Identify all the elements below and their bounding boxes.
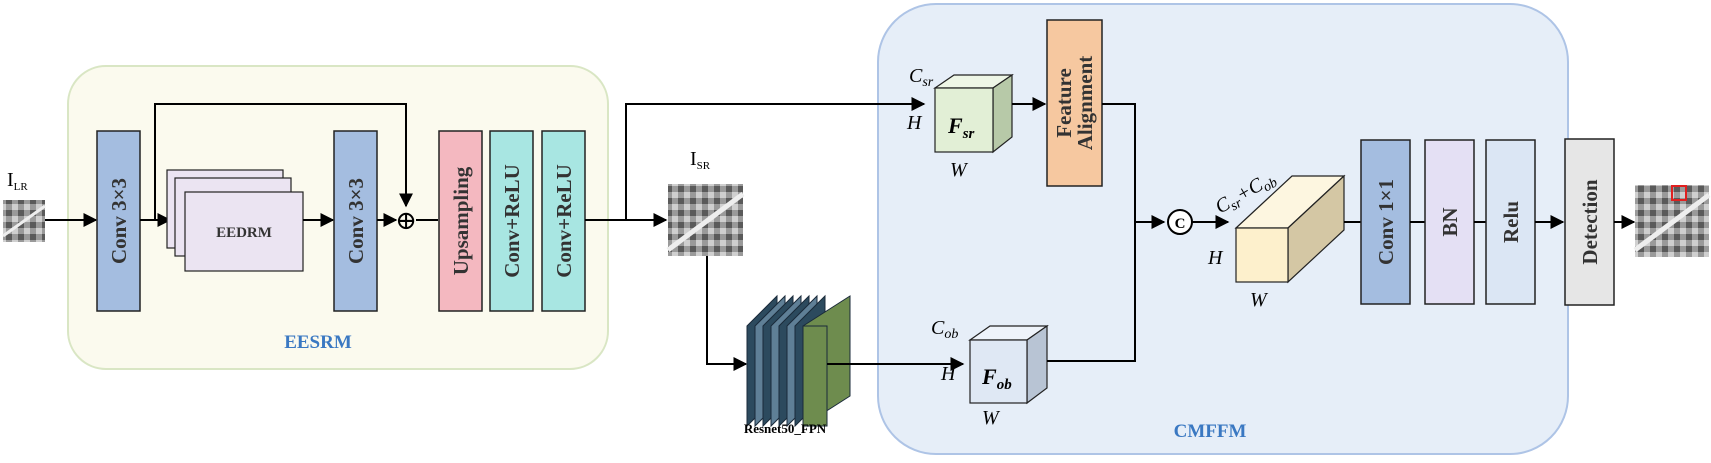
arrow-alignment-to-concat <box>1102 103 1166 229</box>
fob-w-label: W <box>982 407 1001 429</box>
fob-h-label: H <box>940 363 957 385</box>
eedrm-label: EEDRM <box>216 225 272 241</box>
conv1x1-label: Conv 1×1 <box>1374 179 1398 265</box>
fsr-w-label: W <box>950 159 969 181</box>
conv3x3-in-block <box>96 130 141 312</box>
bn-block <box>1424 139 1475 305</box>
sum-node: ⊕ <box>395 206 417 235</box>
relu-label: Relu <box>1499 201 1523 243</box>
fsr-h-label: H <box>906 112 923 134</box>
feature-alignment-block <box>1046 19 1103 187</box>
arrow-to-resnet <box>706 256 748 371</box>
bn-label: BN <box>1438 207 1462 236</box>
conv-relu-2-label: Conv+ReLU <box>552 164 576 277</box>
input-lr-label: ILR <box>7 169 28 193</box>
fsr-c-label: Csr <box>909 65 934 90</box>
arrow-to-fsr <box>625 97 926 220</box>
fsr-label: Fsr <box>947 113 975 142</box>
conv3x3-in-label: Conv 3×3 <box>107 178 131 264</box>
conv3x3-out-label: Conv 3×3 <box>344 178 368 264</box>
conv-relu-1-label: Conv+ReLU <box>500 164 524 277</box>
concat-cube <box>1234 174 1346 284</box>
upsampling-block <box>438 130 483 312</box>
concat-h-label: H <box>1207 247 1224 269</box>
resnet50-fpn-stack <box>746 294 851 428</box>
eesrm-title: EESRM <box>284 332 352 353</box>
conv-relu-1-block <box>489 130 534 312</box>
feature-alignment-label-1: Feature <box>1052 68 1076 138</box>
conv-relu-2-block <box>541 130 586 312</box>
detection-label: Detection <box>1578 179 1602 264</box>
fob-c-label: Cob <box>931 317 958 342</box>
conv1x1-block <box>1360 139 1411 305</box>
concat-node-label: C <box>1175 216 1186 232</box>
fob-cube <box>968 324 1049 405</box>
fsr-cube <box>933 73 1014 154</box>
skip-connection <box>154 103 413 220</box>
sr-image <box>666 184 745 256</box>
output-image <box>1633 185 1711 257</box>
arrow-fob-to-concat <box>1047 222 1136 362</box>
upsampling-label: Upsampling <box>449 166 473 275</box>
input-lr-image <box>2 200 46 242</box>
relu-block <box>1485 139 1536 305</box>
resnet50-fpn-label: Resnet50_FPN <box>744 421 827 436</box>
cmffm-title: CMFFM <box>1174 421 1247 442</box>
sr-image-label: ISR <box>690 148 711 172</box>
fob-label: Fob <box>981 364 1012 393</box>
concat-w-label: W <box>1250 289 1269 311</box>
eedrm-stack <box>166 169 304 272</box>
feature-alignment-label-2: Alignment <box>1073 56 1097 151</box>
